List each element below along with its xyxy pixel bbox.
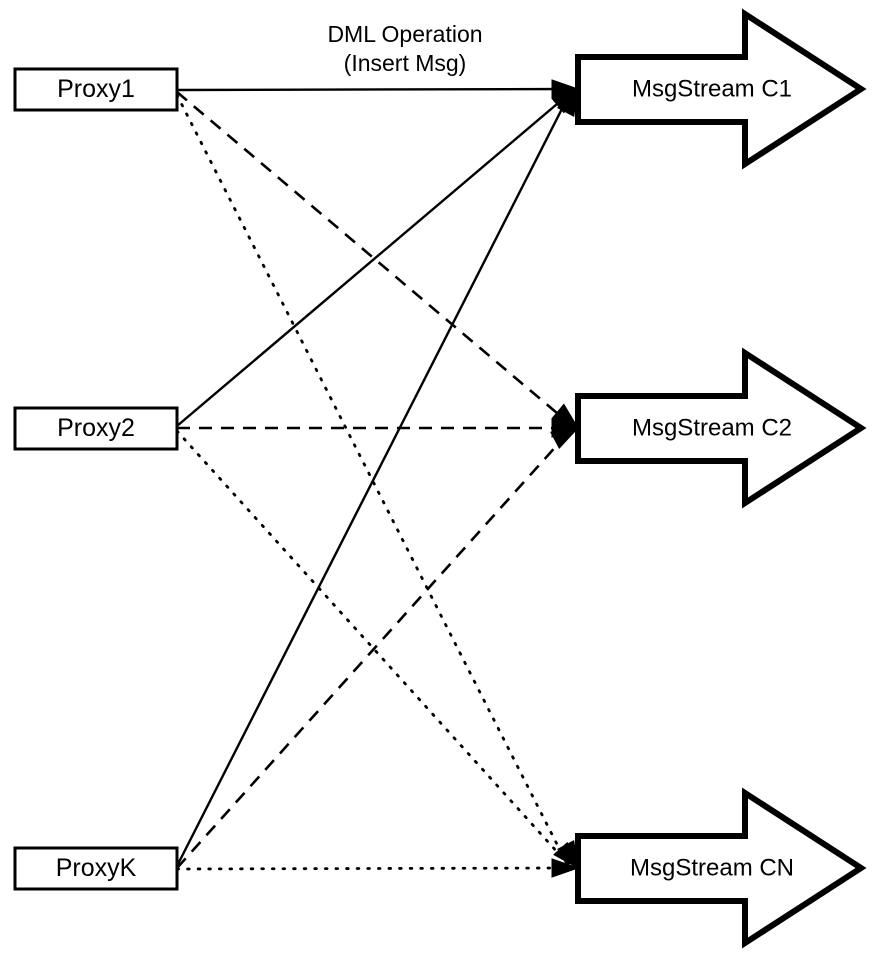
edge-pk-cn [175, 866, 572, 871]
stream-label-stream_cn: MsgStream CN [630, 854, 794, 881]
edge-caption-line2: (Insert Msg) [344, 50, 467, 76]
edge-p2-c1 [176, 92, 571, 427]
edge-caption-line1: DML Operation [327, 21, 482, 47]
proxy-label-proxy1: Proxy1 [57, 75, 135, 103]
arrowhead-head-c2-1 [551, 403, 580, 429]
edge-pk-c2 [176, 432, 569, 869]
edge-p2-cn [175, 429, 570, 866]
arrowheads-layer [550, 79, 580, 878]
proxy-box-proxy1 [13, 67, 179, 112]
edge-p1-c1 [176, 87, 574, 92]
stream-arrow-shape-stream_c1 [575, 8, 867, 170]
proxy-box-proxyk [13, 846, 179, 891]
proxy-label-proxy2: Proxy2 [57, 414, 135, 442]
stream-label-stream_c1: MsgStream C1 [632, 75, 792, 102]
proxy-node-proxy1[interactable]: Proxy1 [13, 67, 179, 112]
stream-node-stream_c2[interactable]: MsgStream C2 [575, 347, 867, 509]
streams-layer: MsgStream C1 MsgStream C2 MsgStream CN [575, 8, 867, 949]
proxy-node-proxy2[interactable]: Proxy2 [13, 406, 179, 451]
stream-node-stream_cn[interactable]: MsgStream CN [575, 787, 867, 949]
arrowhead-head-cn-2 [553, 841, 580, 870]
captions-layer: DML Operation (Insert Msg) [327, 21, 482, 76]
edge-p1-cn [175, 93, 568, 864]
edge-p1-c2 [176, 91, 571, 425]
arrowhead-head-cn-0 [551, 858, 580, 878]
edge-pk-c1 [175, 94, 571, 867]
arrowhead-head-c2-2 [550, 427, 580, 450]
proxy-box-proxy2 [13, 406, 179, 451]
stream-arrow-shape-stream_cn [575, 787, 867, 949]
proxy-node-proxyk[interactable]: ProxyK [13, 846, 179, 891]
stream-label-stream_c2: MsgStream C2 [632, 414, 792, 441]
edges-layer [175, 87, 574, 871]
stream-node-stream_c1[interactable]: MsgStream C1 [575, 8, 867, 170]
stream-arrow-shape-stream_c2 [575, 347, 867, 509]
proxy-label-proxyk: ProxyK [56, 854, 137, 882]
